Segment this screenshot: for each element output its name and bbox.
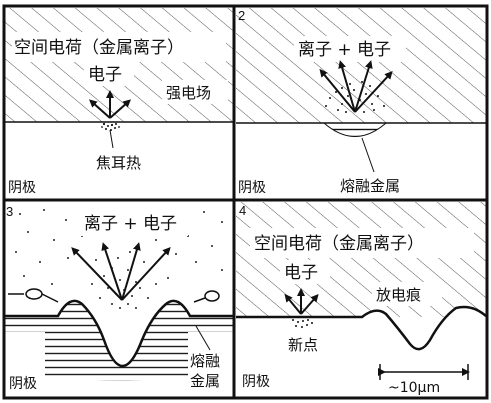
- molten-metal-label: 熔融金属: [340, 177, 400, 195]
- strong-field-label: 强电场: [166, 84, 211, 102]
- discharge-mark-label: 放电痕: [376, 286, 421, 304]
- ions-electrons-label: 离子 + 电子: [298, 40, 391, 60]
- ejected-droplet-left: [8, 288, 59, 303]
- panel-1-discharge-onset: 空间电荷（金属离子） 电子 强电场 焦耳热 阴极: [5, 8, 234, 197]
- crater-profile: [5, 299, 233, 368]
- cathode-label: 阴极: [9, 376, 37, 392]
- joule-heat-label: 焦耳热: [96, 154, 141, 172]
- electron-emission-arrows: [284, 288, 319, 315]
- ejected-droplet-right: [193, 290, 220, 303]
- panel-3-crater-formation: 3 离子 + 电子 熔融 金属 阴极: [5, 204, 233, 396]
- cathode-label: 阴极: [238, 180, 266, 196]
- emission-arrows: [319, 60, 393, 113]
- scale-label: ~10μm: [388, 380, 440, 396]
- panel-frame: [2, 4, 489, 400]
- new-spot-dots: [292, 319, 313, 328]
- electron-emission-arrows: [89, 90, 131, 119]
- emission-arrows: [71, 242, 171, 301]
- molten-metal-label: 熔融: [190, 352, 220, 370]
- cathode-label: 阴极: [242, 374, 270, 390]
- panel-2-melting: 2 离子 + 电子 阴极 熔融金属: [236, 8, 486, 197]
- ions-electrons-label: 离子 + 电子: [84, 214, 177, 234]
- panel-number: 3: [6, 204, 13, 219]
- panel-4-new-spot: 4 空间电荷（金属离子） 电子 放电痕 新点 阴极 ~10μm: [236, 202, 487, 397]
- electron-label: 电子: [284, 263, 318, 283]
- panel-number: 2: [238, 8, 245, 23]
- new-spot-label: 新点: [288, 336, 318, 354]
- joule-heat-spot: [101, 122, 120, 131]
- discharge-mark-profile: [236, 305, 487, 351]
- space-charge-label: 空间电荷（金属离子）: [254, 234, 424, 254]
- particle-cloud: [325, 81, 385, 113]
- electron-label: 电子: [88, 65, 122, 85]
- space-charge-label: 空间电荷（金属离子）: [14, 38, 184, 58]
- cathode-label: 阴极: [8, 180, 36, 196]
- molten-metal-label-line2: 金属: [190, 372, 220, 390]
- panel-number: 4: [239, 203, 246, 218]
- molten-pool: [322, 122, 388, 137]
- scale-bar: [378, 364, 470, 380]
